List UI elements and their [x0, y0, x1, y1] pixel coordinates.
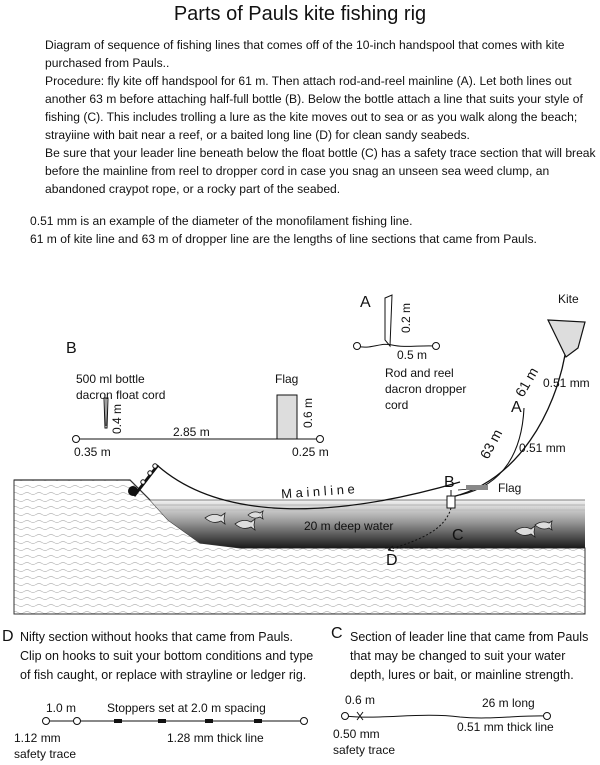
c-text-line: that may be changed to suit your water [350, 649, 565, 663]
b-span-label: 2.85 m [173, 425, 210, 439]
a-caption-2: dacron dropper [385, 382, 466, 396]
float-bottle-icon [446, 490, 456, 509]
d-diameter-1: 1.12 mm [14, 731, 61, 745]
dropper-line [459, 407, 525, 496]
mainline-label: M a i n l i n e [281, 481, 356, 501]
letter-a-top: A [360, 294, 371, 311]
leader-line [387, 507, 452, 551]
page-title: Parts of Pauls kite fishing rig [173, 3, 427, 25]
intro-text: Diagram of sequence of fishing lines tha… [45, 36, 600, 198]
letter-d-mid: D [386, 552, 398, 569]
fish-icon [204, 510, 553, 538]
b-height-right: 0.6 m [301, 398, 315, 428]
letter-c-mid: C [452, 527, 464, 544]
b-left-length: 0.35 m [74, 445, 111, 459]
a-height-label: 0.2 m [399, 303, 413, 333]
c-length-1: 0.6 m [345, 693, 375, 707]
intro-paragraph: Be sure that your leader line beneath be… [45, 146, 596, 196]
d-stoppers-label: Stoppers set at 2.0 m spacing [107, 701, 266, 715]
dropper-length: 63 m [477, 426, 506, 461]
fishing-rod-icon [128, 463, 160, 497]
d-safety-label: safety trace [14, 747, 76, 761]
kite-line-diameter: 0.51 mm [543, 376, 590, 390]
c-length-2: 26 m long [482, 696, 535, 710]
b-caption-1: 500 ml bottle [76, 372, 145, 386]
d-text-line: of fish caught, or replace with straylin… [20, 668, 306, 682]
note-line: 0.51 mm is an example of the diameter of… [30, 214, 413, 228]
a-length-label: 0.5 m [397, 348, 427, 362]
flag-right-label: Flag [498, 481, 521, 495]
notes-text: 0.51 mm is an example of the diameter of… [30, 212, 600, 248]
b-flag-label: Flag [275, 372, 298, 386]
kite-label: Kite [558, 292, 579, 306]
b-height-left: 0.4 m [110, 404, 124, 434]
detail-c-line [341, 711, 551, 721]
c-section-letter: C [331, 625, 343, 642]
b-right-length: 0.25 m [292, 445, 329, 459]
detail-d-line [42, 717, 308, 725]
a-caption-1: Rod and reel [385, 366, 454, 380]
water-label: 20 m deep water [304, 519, 393, 533]
intro-paragraph: Procedure: fly kite off handspool for 61… [45, 74, 583, 142]
kite-line-length: 61 m [512, 365, 541, 400]
detail-a [353, 294, 440, 350]
c-text-line: Section of leader line that came from Pa… [350, 630, 588, 644]
c-safety-label: safety trace [333, 743, 395, 757]
letter-b-right: B [444, 474, 455, 491]
d-section-letter: D [2, 628, 14, 645]
intro-paragraph: Diagram of sequence of fishing lines tha… [45, 38, 565, 70]
flag-icon [457, 485, 488, 491]
note-line: 61 m of kite line and 63 m of dropper li… [30, 232, 537, 246]
c-diameter-2: 0.51 mm thick line [457, 720, 554, 734]
d-length-1: 1.0 m [46, 701, 76, 715]
dropper-diameter: 0.51 mm [519, 441, 566, 455]
mainline [157, 465, 461, 510]
c-text-line: depth, lures or bait, or mainline streng… [350, 668, 574, 682]
letter-a-right: A [511, 399, 522, 416]
letter-b-left: B [66, 340, 77, 357]
c-diameter-1: 0.50 mm [333, 727, 380, 741]
kite-icon [547, 319, 586, 358]
detail-b [72, 394, 324, 443]
d-text-line: Clip on hooks to suit your bottom condit… [20, 649, 313, 663]
d-diameter-2: 1.28 mm thick line [167, 731, 264, 745]
d-text-line: Nifty section without hooks that came fr… [20, 630, 293, 644]
a-caption-3: cord [385, 398, 408, 412]
b-caption-2: dacron float cord [76, 388, 165, 402]
